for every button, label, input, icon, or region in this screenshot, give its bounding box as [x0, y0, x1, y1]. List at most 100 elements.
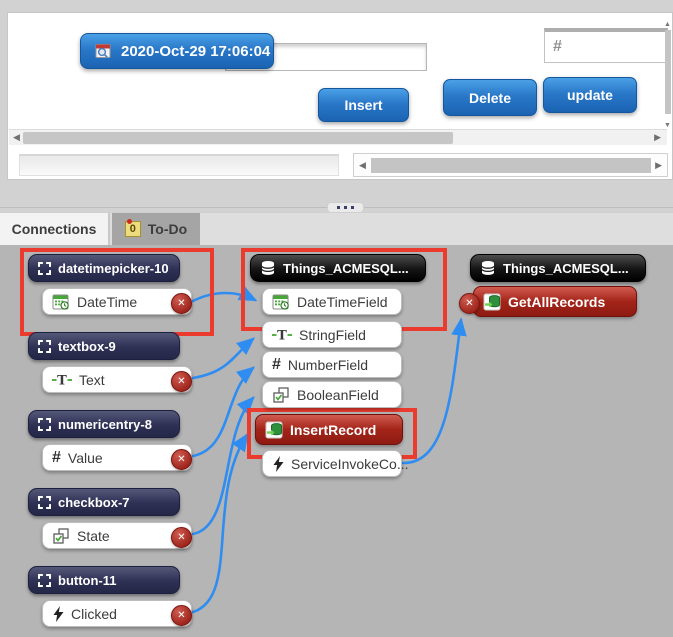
wire-state-to-booleanfield — [191, 396, 255, 536]
service-entity-label: Things_ACMESQL... — [283, 260, 409, 276]
vertical-scrollbar[interactable]: ▲ ▼ — [664, 21, 672, 129]
widget-header-checkbox-7[interactable]: checkbox-7 — [28, 488, 180, 516]
connections-canvas: datetimepicker-10DateTimetextbox-9TTextn… — [0, 245, 673, 637]
service-pill-insertrecord[interactable]: InsertRecord — [255, 414, 403, 445]
scrollbar-thumb[interactable] — [371, 158, 651, 173]
property-pill-state[interactable]: State — [42, 522, 192, 549]
scroll-up-icon[interactable]: ▲ — [664, 21, 671, 28]
widget-header-datetimepicker-10[interactable]: datetimepicker-10 — [28, 254, 180, 282]
number-icon: # — [52, 448, 61, 466]
field-label: BooleanField — [297, 386, 379, 403]
remove-binding-icon[interactable] — [459, 293, 480, 314]
field-pill-datetimefield[interactable]: DateTimeField — [262, 288, 402, 315]
widget-header-textbox-9[interactable]: textbox-9 — [28, 332, 180, 360]
svg-text:T: T — [277, 328, 287, 342]
service-label: GetAllRecords — [508, 293, 606, 310]
widget-label: numericentry-8 — [58, 416, 152, 432]
scroll-right-icon[interactable]: ▶ — [654, 132, 661, 142]
tab-todo[interactable]: 0 To-Do — [112, 213, 200, 245]
widget-frame-icon — [38, 495, 51, 509]
property-pill-datetime[interactable]: DateTime — [42, 288, 192, 315]
widget-header-numericentry-8[interactable]: numericentry-8 — [28, 410, 180, 438]
widget-label: button-11 — [58, 572, 117, 588]
datetime-value: 2020-Oct-29 17:06:04 — [121, 42, 271, 60]
property-pill-value[interactable]: # Value — [42, 444, 192, 471]
field-label: StringField — [299, 326, 366, 343]
service-pill-getallrecords[interactable]: GetAllRecords — [459, 286, 637, 317]
property-label: State — [77, 527, 110, 544]
remove-binding-icon[interactable] — [171, 527, 192, 548]
tab-connections[interactable]: Connections — [0, 213, 110, 245]
field-pill-stringfield[interactable]: T StringField — [262, 321, 402, 348]
field-pill-booleanfield[interactable]: BooleanField — [262, 381, 402, 408]
wire-serviceinvoke-to-getallrecords — [401, 317, 467, 465]
scroll-right-icon[interactable]: ▶ — [655, 160, 662, 170]
property-label: Clicked — [71, 605, 117, 622]
wire-text-to-stringfield — [191, 337, 255, 380]
widget-frame-icon — [38, 339, 51, 353]
checkbox-icon — [53, 527, 69, 544]
wire-value-to-numberfield — [191, 366, 256, 458]
calendar-icon — [272, 294, 289, 310]
scroll-left-icon[interactable]: ◀ — [13, 132, 20, 142]
widget-frame-icon — [38, 261, 51, 275]
scrollbar-thumb[interactable] — [23, 132, 453, 144]
scroll-left-icon[interactable]: ◀ — [359, 160, 366, 170]
splitter-handle[interactable] — [327, 202, 364, 213]
text-icon: T — [272, 328, 292, 342]
horizontal-scrollbar-top[interactable]: ◀ ▶ — [9, 129, 667, 145]
horizontal-scrollbar-bottom[interactable]: ◀ ▶ — [353, 153, 668, 177]
service-entity-label: Things_ACMESQL... — [503, 260, 629, 276]
field-label: NumberField — [287, 356, 369, 373]
property-pill-text[interactable]: T Text — [42, 366, 192, 393]
widget-frame-icon — [38, 417, 51, 431]
number-icon: # — [272, 355, 281, 373]
remove-binding-icon[interactable] — [171, 371, 192, 392]
property-label: Value — [67, 449, 103, 466]
field-label: DateTimeField — [297, 293, 388, 310]
checkbox-icon — [273, 386, 289, 403]
event-label: ServiceInvokeCo... — [291, 455, 409, 472]
scroll-down-icon[interactable]: ▼ — [664, 122, 671, 129]
text-icon: T — [52, 373, 72, 387]
calendar-search-icon — [95, 44, 111, 58]
remove-binding-icon[interactable] — [171, 449, 192, 470]
widget-header-button-11[interactable]: button-11 — [28, 566, 180, 594]
numeric-entry-input[interactable]: # — [544, 28, 668, 63]
service-header-things-acmesql-getall[interactable]: Things_ACMESQL... — [470, 254, 646, 282]
widget-label: datetimepicker-10 — [58, 260, 169, 276]
lightning-icon — [53, 605, 64, 622]
numeric-placeholder: # — [553, 38, 562, 55]
remove-binding-icon[interactable] — [171, 605, 192, 626]
datetime-picker-button[interactable]: 2020-Oct-29 17:06:04 — [80, 33, 274, 69]
lightning-icon — [273, 455, 284, 472]
field-pill-numberfield[interactable]: # NumberField — [262, 351, 402, 378]
svg-text:T: T — [57, 373, 67, 387]
scrollbar-thumb[interactable] — [665, 30, 671, 114]
service-icon — [483, 293, 501, 310]
service-label: InsertRecord — [290, 421, 377, 438]
mashup-preview-section: 2020-Oct-29 17:06:04 # Insert Delete upd… — [0, 0, 673, 213]
widget-frame-icon — [38, 573, 51, 587]
service-header-things-acmesql-insert[interactable]: Things_ACMESQL... — [250, 254, 426, 282]
delete-button[interactable]: Delete — [443, 79, 537, 116]
service-icon — [265, 421, 283, 438]
calendar-icon — [52, 294, 69, 310]
widget-label: textbox-9 — [58, 338, 116, 354]
todo-note-icon: 0 — [124, 219, 141, 237]
property-label: DateTime — [77, 293, 138, 310]
update-button[interactable]: update — [543, 77, 637, 113]
database-icon — [261, 261, 275, 275]
property-label: Text — [79, 371, 105, 388]
tab-todo-label: To-Do — [147, 221, 188, 237]
remove-binding-icon[interactable] — [171, 293, 192, 314]
form-panel: 2020-Oct-29 17:06:04 # Insert Delete upd… — [7, 12, 673, 180]
database-icon — [481, 261, 495, 275]
wire-datetime-to-datetimefield — [191, 286, 258, 303]
insert-button[interactable]: Insert — [318, 88, 409, 122]
bottom-panel-tabbar: Connections 0 To-Do — [0, 213, 673, 245]
widget-label: checkbox-7 — [58, 494, 130, 510]
wire-clicked-to-insertrecord — [191, 432, 249, 614]
property-pill-clicked[interactable]: Clicked — [42, 600, 192, 627]
event-pill-serviceinvokecomplete[interactable]: ServiceInvokeCo... — [262, 450, 409, 477]
